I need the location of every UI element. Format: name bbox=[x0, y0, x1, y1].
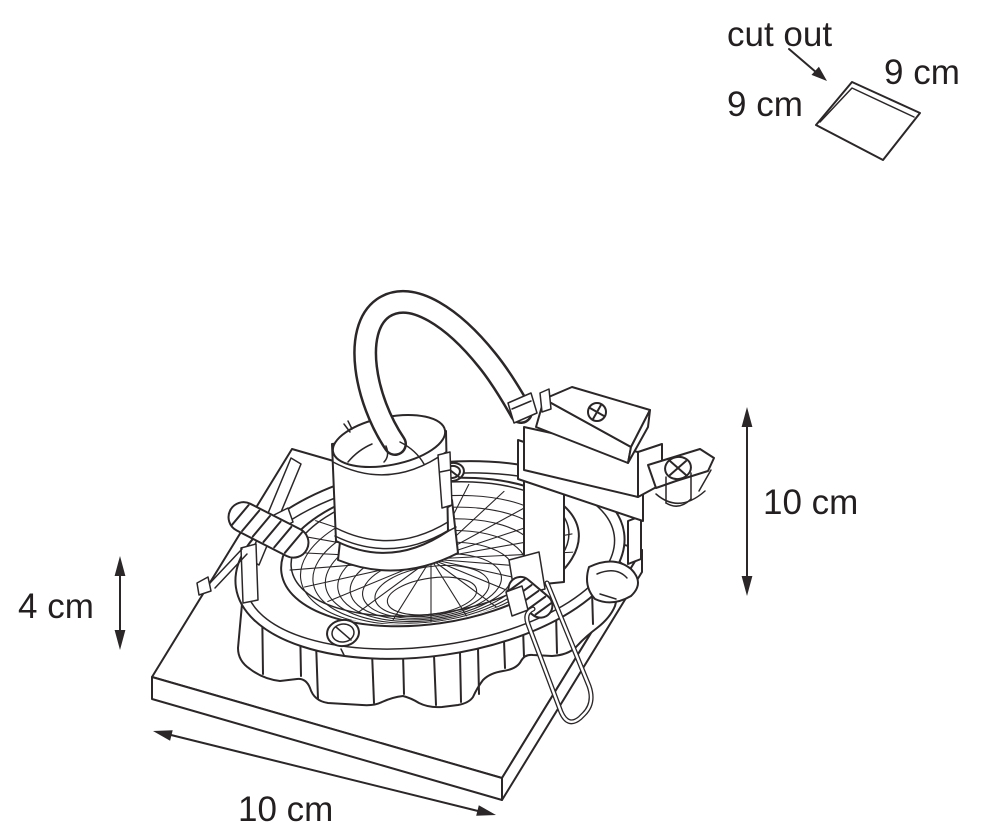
cutout-square bbox=[815, 81, 921, 161]
ring-front-screw bbox=[326, 618, 360, 656]
left-spring-clip bbox=[196, 457, 310, 604]
dimension-arrow-width bbox=[153, 730, 496, 816]
terminal-box bbox=[507, 386, 715, 587]
power-cable bbox=[347, 290, 533, 465]
flange-screw bbox=[664, 455, 692, 481]
height-label: 10 cm bbox=[763, 483, 858, 522]
dimension-arrow-height bbox=[741, 407, 753, 596]
cutout-label: cut out bbox=[727, 15, 832, 54]
ring-tab bbox=[586, 560, 639, 604]
right-spring-clip bbox=[505, 551, 639, 725]
cutout-right-label: 9 cm bbox=[884, 53, 960, 92]
left-spring-coil bbox=[227, 501, 310, 559]
cutout-arrow bbox=[788, 48, 818, 74]
width-label: 10 cm bbox=[238, 790, 333, 829]
dimension-arrow-recess-depth bbox=[114, 556, 126, 650]
box-lid-screw bbox=[587, 402, 607, 422]
cutout-callout bbox=[788, 48, 921, 161]
recess-depth-label: 4 cm bbox=[18, 587, 94, 626]
fixing-flange bbox=[647, 448, 715, 507]
cutout-left-label: 9 cm bbox=[727, 85, 803, 124]
spring-rod bbox=[209, 548, 248, 589]
